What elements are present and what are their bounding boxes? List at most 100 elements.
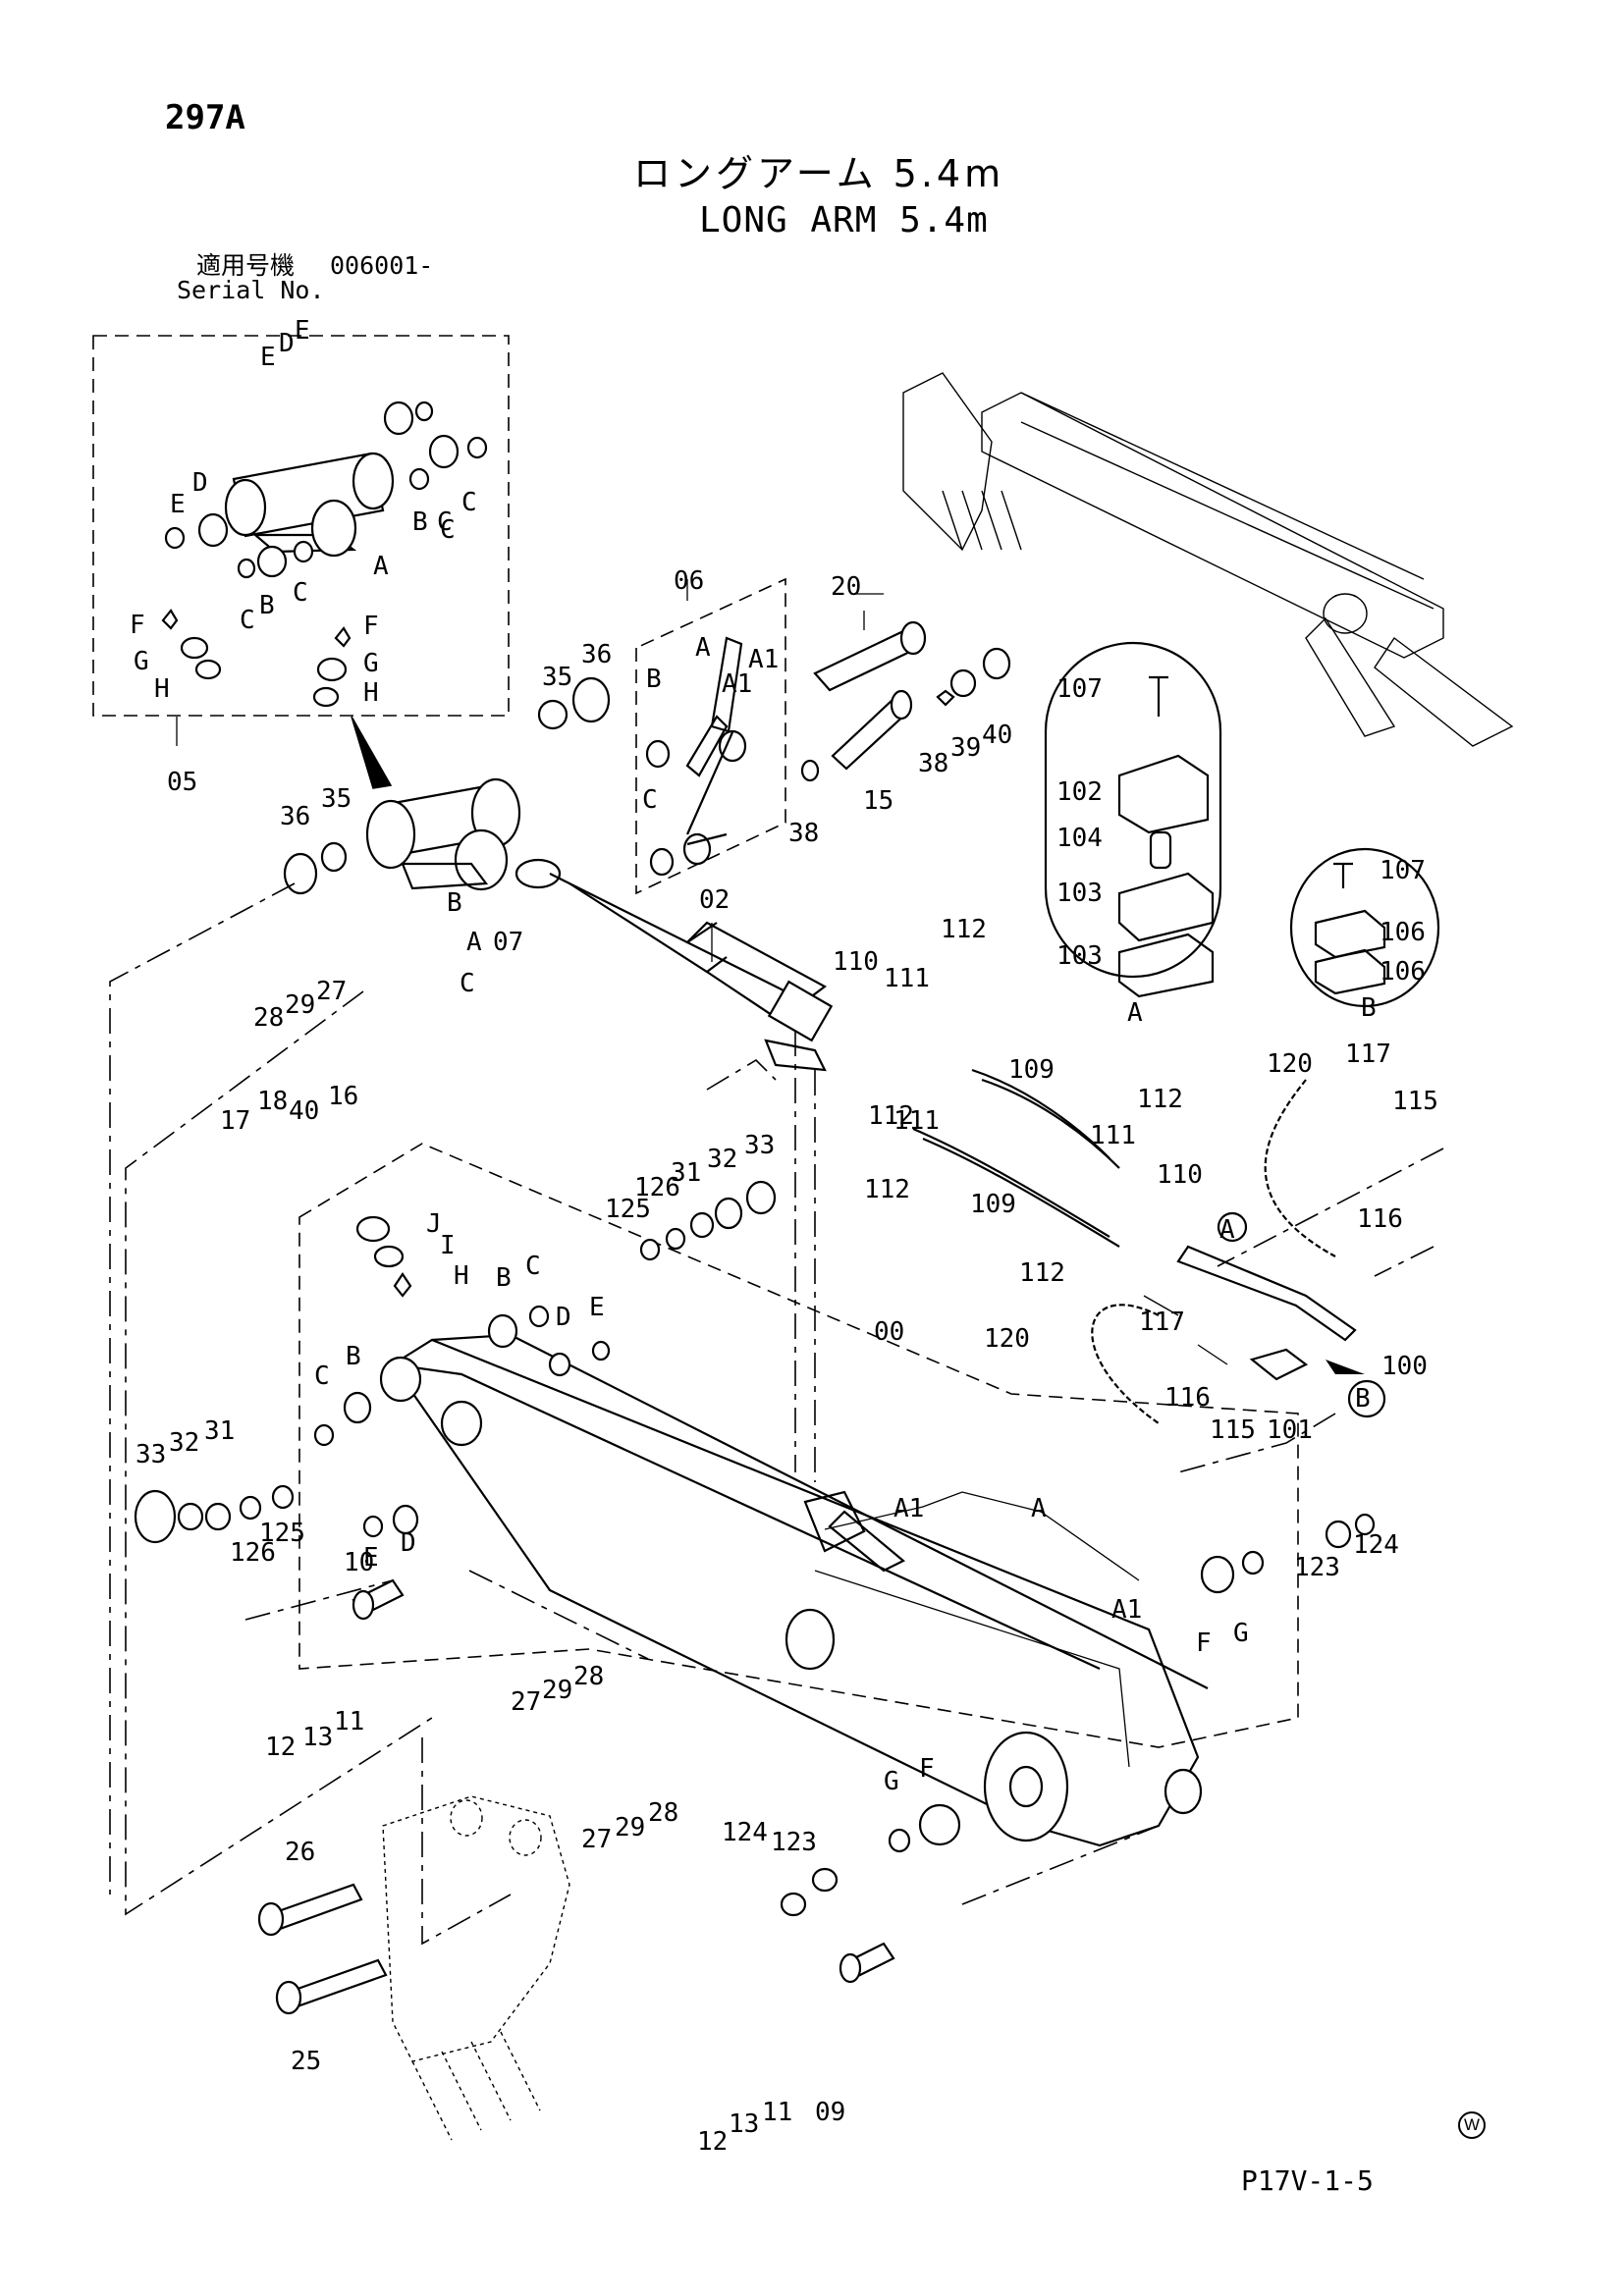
- serial-label-english: Serial No.: [177, 276, 325, 304]
- bucket-link-exploded-05: [161, 400, 488, 708]
- svg-text:103: 103: [1056, 941, 1103, 971]
- detail-box-00: [298, 1143, 1299, 1748]
- w-mark-circle: W: [1458, 2111, 1486, 2139]
- svg-text:13: 13: [729, 2109, 759, 2139]
- svg-text:B: B: [259, 591, 275, 620]
- svg-text:29: 29: [285, 990, 315, 1020]
- detail-box-06: 06: [635, 566, 786, 895]
- svg-text:E: E: [589, 1293, 605, 1322]
- pin-hardware-38-39-40: [936, 647, 1011, 707]
- svg-text:126: 126: [230, 1538, 276, 1568]
- svg-text:29: 29: [542, 1676, 572, 1705]
- svg-text:33: 33: [135, 1440, 166, 1469]
- page-title-japanese: ロングアーム 5.4m: [633, 152, 1005, 195]
- svg-text:A1: A1: [1111, 1595, 1142, 1625]
- svg-text:H: H: [154, 674, 170, 704]
- excavator-arm-overview: [902, 372, 1514, 747]
- svg-text:C: C: [293, 578, 308, 608]
- hoses-109: [912, 1068, 1120, 1248]
- svg-text:F: F: [130, 611, 145, 640]
- svg-text:125: 125: [605, 1195, 651, 1224]
- svg-text:111: 111: [893, 1106, 940, 1136]
- arrow-to-link: [351, 716, 393, 789]
- w-mark-letter: W: [1463, 2115, 1481, 2134]
- svg-text:B: B: [1355, 1384, 1371, 1414]
- svg-text:F: F: [363, 612, 379, 641]
- svg-text:115: 115: [1210, 1415, 1256, 1445]
- svg-text:20: 20: [831, 572, 861, 602]
- svg-text:16: 16: [328, 1082, 358, 1111]
- svg-text:28: 28: [648, 1798, 678, 1828]
- svg-text:31: 31: [671, 1158, 701, 1188]
- svg-text:36: 36: [280, 802, 310, 831]
- svg-text:E: E: [260, 343, 276, 372]
- svg-text:H: H: [363, 678, 379, 708]
- svg-text:B: B: [496, 1263, 512, 1293]
- svg-text:31: 31: [204, 1416, 235, 1446]
- svg-text:A1: A1: [893, 1494, 924, 1523]
- svg-text:25: 25: [291, 2047, 321, 2076]
- svg-text:A: A: [466, 928, 482, 957]
- svg-text:116: 116: [1357, 1204, 1403, 1234]
- svg-text:C: C: [642, 785, 658, 815]
- svg-text:32: 32: [169, 1428, 199, 1458]
- svg-text:28: 28: [573, 1662, 604, 1691]
- svg-text:109: 109: [1008, 1055, 1055, 1085]
- pins-09-10-25-26: [257, 1578, 895, 2015]
- svg-text:107: 107: [1056, 674, 1103, 704]
- svg-text:39: 39: [950, 733, 981, 763]
- svg-text:109: 109: [970, 1190, 1016, 1219]
- svg-text:A: A: [1219, 1215, 1235, 1245]
- svg-text:E: E: [363, 1543, 379, 1573]
- svg-text:A: A: [695, 633, 711, 663]
- svg-text:35: 35: [321, 784, 352, 814]
- svg-text:112: 112: [864, 1175, 910, 1204]
- svg-text:G: G: [363, 649, 379, 678]
- svg-text:F: F: [1196, 1629, 1212, 1658]
- svg-text:124: 124: [722, 1818, 768, 1847]
- svg-text:29: 29: [615, 1813, 645, 1842]
- svg-text:117: 117: [1345, 1040, 1391, 1069]
- svg-text:15: 15: [863, 786, 893, 816]
- svg-text:33: 33: [744, 1131, 775, 1160]
- svg-text:27: 27: [511, 1687, 541, 1717]
- svg-text:09: 09: [815, 2098, 845, 2127]
- page-code: 297A: [165, 98, 245, 137]
- svg-text:D: D: [556, 1303, 571, 1332]
- svg-text:D: D: [279, 329, 295, 358]
- svg-text:17: 17: [220, 1106, 250, 1136]
- svg-text:117: 117: [1139, 1308, 1185, 1337]
- svg-text:110: 110: [1157, 1160, 1203, 1190]
- svg-text:12: 12: [265, 1733, 296, 1762]
- hoses-120: [1091, 1079, 1336, 1424]
- svg-text:D: D: [401, 1528, 416, 1558]
- detail-B-oval: [1289, 847, 1440, 1008]
- svg-text:B: B: [1361, 993, 1377, 1023]
- serial-label-japanese: 適用号機: [196, 251, 296, 280]
- svg-text:110: 110: [833, 947, 879, 977]
- svg-text:120: 120: [984, 1324, 1030, 1354]
- svg-text:126: 126: [634, 1173, 680, 1202]
- svg-text:A1: A1: [748, 645, 779, 674]
- detail-box-05: 05: [92, 335, 510, 797]
- svg-text:11: 11: [762, 2098, 792, 2127]
- svg-text:G: G: [884, 1767, 899, 1796]
- svg-text:07: 07: [493, 928, 523, 957]
- svg-text:B: B: [412, 507, 428, 537]
- svg-text:E: E: [170, 490, 186, 519]
- svg-text:H: H: [454, 1261, 469, 1291]
- svg-text:11: 11: [334, 1707, 364, 1736]
- svg-text:I: I: [440, 1231, 456, 1260]
- pins-and-washers-arm: [134, 1180, 1376, 1917]
- svg-text:40: 40: [982, 721, 1012, 750]
- svg-text:C: C: [314, 1362, 330, 1391]
- svg-text:A: A: [1031, 1494, 1047, 1523]
- side-link-06: [645, 636, 747, 877]
- svg-text:112: 112: [1019, 1258, 1065, 1288]
- svg-text:112: 112: [868, 1101, 914, 1131]
- svg-text:B: B: [646, 665, 662, 694]
- svg-text:38: 38: [918, 749, 948, 778]
- svg-text:32: 32: [707, 1145, 737, 1174]
